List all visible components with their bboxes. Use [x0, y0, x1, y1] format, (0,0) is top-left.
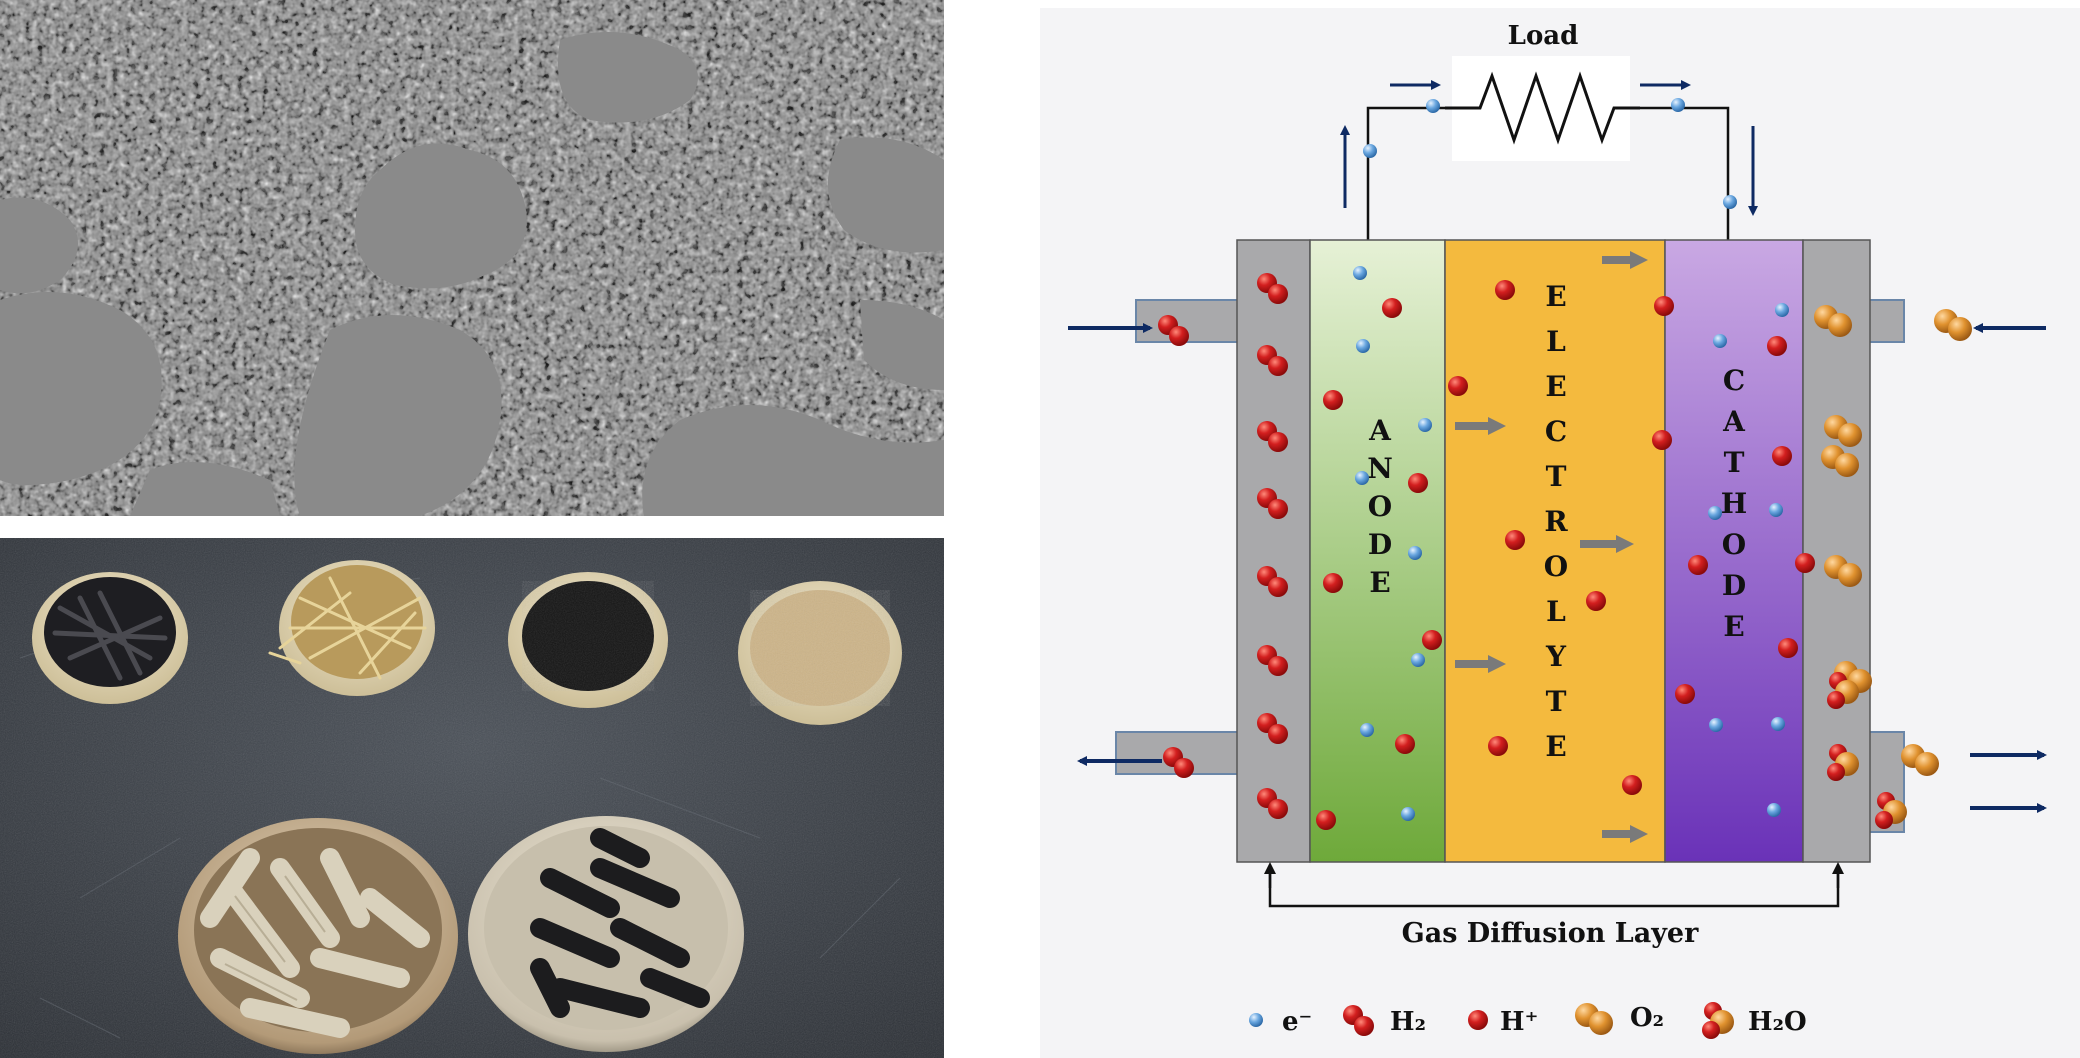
- proton-flow-arrows: [1455, 251, 1648, 843]
- legend: e⁻ H₂ H⁺ O₂ H₂O: [1249, 1002, 1807, 1039]
- cathode-label-letter: D: [1722, 569, 1746, 602]
- bowl-sawdust: [738, 581, 902, 725]
- anode-label-letter: N: [1367, 452, 1393, 485]
- anode-label-letter: O: [1368, 490, 1392, 523]
- cathode-label-letter: O: [1722, 528, 1746, 561]
- electrolyte-label-letter: T: [1546, 685, 1567, 718]
- wire-electron: [1723, 195, 1737, 209]
- bowl-black-powder: [508, 572, 668, 708]
- legend-hydrogen-label: H₂: [1390, 1007, 1426, 1037]
- legend-proton-label: H⁺: [1500, 1007, 1538, 1037]
- anode-label-letter: A: [1368, 414, 1392, 447]
- electrolyte-label-letter: E: [1545, 280, 1566, 313]
- wire-electron: [1363, 144, 1377, 158]
- wire-electron: [1671, 98, 1685, 112]
- resistor-symbol: [1445, 71, 1640, 145]
- gas-diffusion-layer-label: Gas Diffusion Layer: [1402, 918, 1699, 949]
- electrolyte-label-letter: Y: [1545, 640, 1567, 673]
- cathode-label-letter: C: [1723, 364, 1745, 397]
- wire-anode-to-load: [1366, 106, 1445, 240]
- load-box: [1452, 56, 1630, 161]
- electrolyte-label-letter: R: [1544, 505, 1568, 538]
- anode-gas-diffusion-layer: [1236, 239, 1311, 863]
- micrograph-void-patches: [0, 32, 944, 516]
- dish-black-pellets: [468, 816, 744, 1052]
- anode-layer: [1309, 239, 1446, 863]
- electron-micrograph: [0, 0, 944, 516]
- electrolyte-label-letter: O: [1544, 550, 1568, 583]
- electrolyte-label-letter: E: [1545, 730, 1566, 763]
- legend-electron-label: e⁻: [1282, 1007, 1312, 1037]
- legend-oxygen-label: O₂: [1630, 1003, 1664, 1033]
- bowl-charred-sticks: [32, 572, 188, 704]
- cathode-label-letter: T: [1724, 446, 1745, 479]
- cathode-label-letter: A: [1722, 405, 1746, 438]
- electrolyte-label-letter: L: [1546, 325, 1566, 358]
- legend-water-label: H₂O: [1748, 1007, 1807, 1037]
- bowl-straw: [268, 560, 435, 696]
- legend-electron-icon: [1249, 1013, 1263, 1027]
- electrolyte-label-letter: E: [1545, 370, 1566, 403]
- anode-label-letter: D: [1368, 528, 1392, 561]
- anode-label-letter: E: [1369, 566, 1390, 599]
- electrolyte-label-letter: T: [1546, 460, 1567, 493]
- biomass-photo: [0, 538, 944, 1058]
- cathode-label-letter: H: [1721, 487, 1747, 520]
- load-label: Load: [1508, 21, 1579, 51]
- legend-proton-icon: [1468, 1010, 1488, 1030]
- cathode-label-letter: E: [1723, 610, 1744, 643]
- electrolyte-label-letter: L: [1546, 595, 1566, 628]
- dish-light-pellets: [178, 818, 458, 1054]
- electrolyte-label-letter: C: [1545, 415, 1567, 448]
- wire-electron: [1426, 99, 1440, 113]
